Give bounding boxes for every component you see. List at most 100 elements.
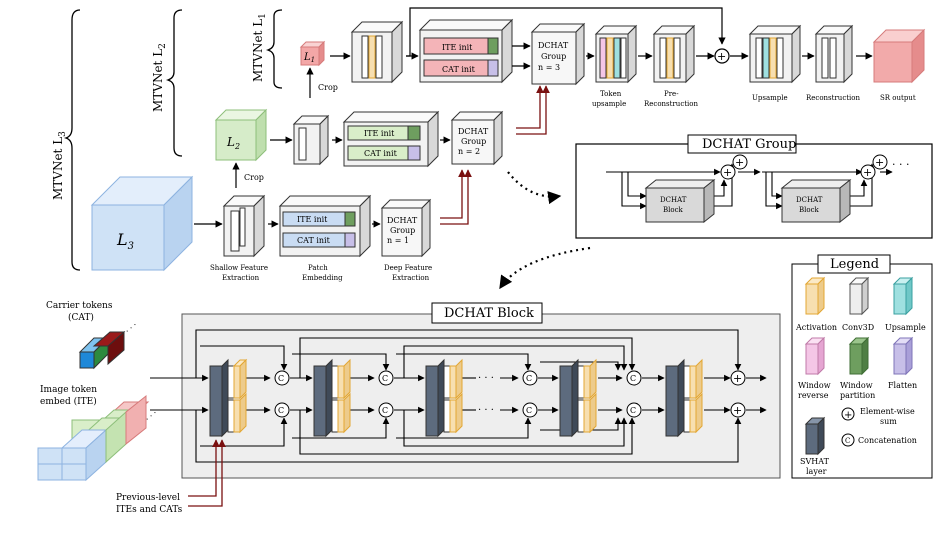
svg-text:DCHAT: DCHAT [538, 41, 569, 50]
dchat-group-n1: DCHAT Group n = 1 [380, 198, 432, 258]
ite-tokens-label: Image token [40, 385, 97, 395]
patch-embedding-label: Patch [308, 264, 328, 272]
svg-text:(CAT): (CAT) [68, 312, 94, 323]
svg-text:Embedding: Embedding [302, 274, 343, 282]
svg-text:ITE init: ITE init [442, 43, 473, 52]
dchat-block-cube-2: DCHAT Block [780, 178, 852, 224]
svg-text:n = 3: n = 3 [538, 63, 560, 72]
prev-level-label: Previous-level [116, 493, 180, 503]
l2-cube: L2 [214, 108, 268, 162]
l3-cube: L3 [90, 175, 194, 272]
svg-text:DCHAT: DCHAT [660, 196, 687, 204]
legend-conv3d-swatch [848, 276, 870, 316]
svg-text:Conv3D: Conv3D [842, 323, 874, 332]
legend-window-partition-swatch [848, 336, 870, 376]
svg-text:· · ·: · · · [892, 158, 909, 171]
shallow-feature-block-l2 [292, 114, 330, 166]
svg-text:+: + [863, 166, 872, 179]
svg-text:Block: Block [663, 206, 684, 214]
svg-text:C: C [382, 406, 388, 415]
svg-text:· · ·: · · · [124, 320, 140, 335]
svg-text:ITEs and CATs: ITEs and CATs [116, 505, 183, 515]
svg-text:L2: L2 [226, 135, 240, 151]
svg-text:+: + [733, 372, 742, 385]
mtvnet-l2-label: MTVNet L2 [151, 43, 168, 112]
svg-text:CAT init: CAT init [442, 65, 476, 74]
upsample-block [748, 24, 802, 84]
svg-text:n = 2: n = 2 [458, 147, 480, 156]
svg-text:· · ·: · · · [478, 405, 494, 416]
svg-text:layer: layer [806, 467, 827, 476]
patch-embedding-block-l2: ITE init CAT init [342, 110, 440, 168]
svg-text:Reconstruction: Reconstruction [644, 100, 699, 108]
pre-reconstruction-block [652, 24, 696, 84]
svg-text:· · ·: · · · [478, 373, 494, 384]
svg-text:Block: Block [799, 206, 820, 214]
legend-panel: Legend Activation Conv3D Upsample Window… [791, 254, 933, 479]
patch-embedding-block-l3: ITE init CAT init [278, 194, 372, 258]
dchat-group-panel: DCHAT Group + + + + · · · DCHAT [575, 134, 933, 239]
svg-text:Concatenation: Concatenation [858, 436, 917, 445]
svg-text:C: C [278, 374, 284, 383]
svg-text:Window: Window [840, 381, 873, 390]
svg-text:DCHAT: DCHAT [796, 196, 823, 204]
svg-text:Element-wise: Element-wise [860, 407, 915, 416]
token-upsample-block [594, 24, 638, 84]
prev-level-connector-block [188, 439, 226, 507]
dchat-group-title: DCHAT Group [702, 137, 796, 152]
svg-text:ITE init: ITE init [364, 129, 395, 138]
svg-text:partition: partition [840, 391, 875, 400]
cat-token-cubes: · · · [78, 320, 140, 370]
svg-text:embed (ITE): embed (ITE) [40, 396, 97, 407]
level-braces [63, 9, 283, 271]
svg-text:Group: Group [461, 137, 486, 146]
dchat-block-title: DCHAT Block [444, 306, 534, 321]
patch-embedding-block-l1: ITE init CAT init [418, 18, 514, 84]
svg-text:L3: L3 [116, 230, 134, 252]
pre-reconstruction-label: Pre- [664, 90, 679, 98]
svg-text:SVHAT: SVHAT [800, 457, 830, 466]
sr-output-cube [872, 28, 926, 84]
element-wise-sum-top: + [714, 48, 730, 64]
shallow-feature-label: Shallow Feature [210, 264, 268, 272]
legend-svhat-swatch [804, 416, 826, 456]
svg-text:C: C [382, 374, 388, 383]
dchat-group-n3: DCHAT Group n = 3 [530, 22, 586, 86]
legend-upsample-swatch [892, 276, 914, 316]
sr-output-label: SR output [880, 94, 916, 102]
sum-nodes: + + [730, 370, 746, 418]
svg-text:Flatten: Flatten [888, 381, 917, 390]
svg-text:L1: L1 [303, 52, 315, 64]
legend-title: Legend [830, 257, 879, 272]
svg-text:CAT init: CAT init [364, 149, 398, 158]
legend-sum-swatch [841, 407, 855, 421]
svg-text:Window: Window [798, 381, 831, 390]
dchat-group-n2: DCHAT Group n = 2 [450, 110, 504, 166]
mtvnet-l3-label: MTVNet L3 [51, 131, 68, 200]
svhat-stack-4 [559, 358, 597, 438]
mtvnet-l1-label: MTVNet L1 [251, 13, 268, 82]
svg-text:+: + [733, 404, 742, 417]
cat-tokens-label: Carrier tokens [46, 301, 113, 311]
prev-level-connector-l2 [516, 85, 550, 135]
svg-text:reverse: reverse [798, 391, 829, 400]
svg-text:C: C [278, 406, 284, 415]
svg-text:+: + [717, 50, 726, 63]
svg-text:Extraction: Extraction [222, 274, 260, 282]
legend-concat-swatch [841, 433, 855, 447]
crop-label-l2: Crop [244, 173, 264, 182]
svg-text:C: C [526, 406, 532, 415]
svg-text:+: + [844, 410, 852, 421]
legend-window-reverse-swatch [804, 336, 826, 376]
svg-text:Extraction: Extraction [392, 274, 430, 282]
svhat-stack-2 [313, 358, 351, 438]
svg-text:C: C [845, 437, 850, 445]
svg-text:DCHAT: DCHAT [387, 216, 418, 225]
concat-nodes: C C C C C C C C [274, 370, 642, 418]
legend-flatten-swatch [892, 336, 914, 376]
svg-text:C: C [630, 406, 636, 415]
svg-text:+: + [875, 156, 884, 169]
l1-cube: L1 [299, 40, 326, 67]
svg-text:ITE init: ITE init [297, 215, 328, 224]
